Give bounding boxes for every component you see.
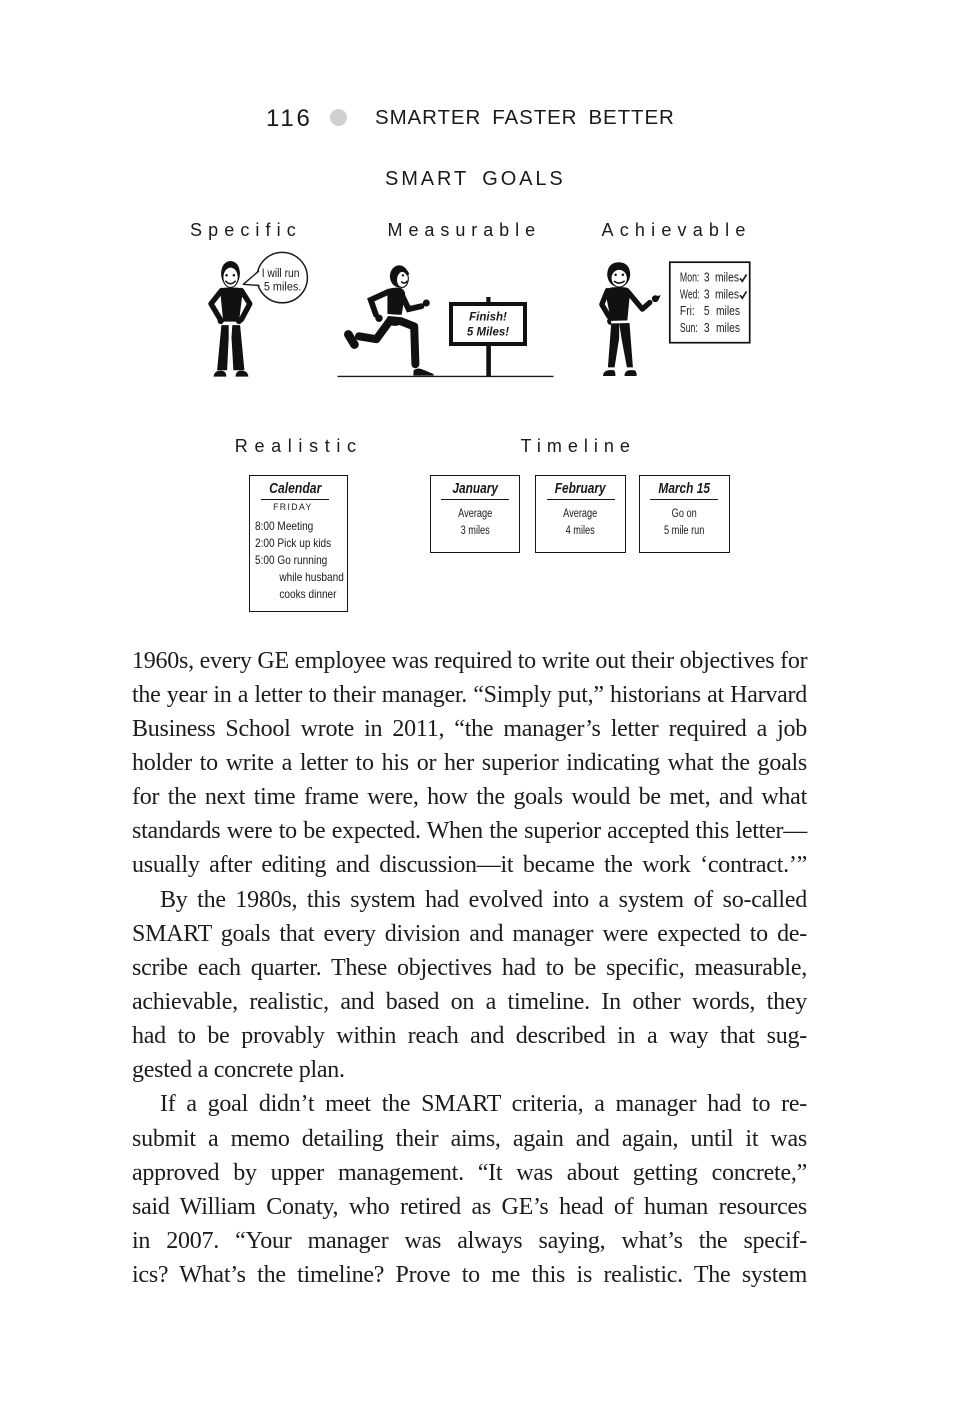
svg-text:I will run: I will run <box>262 268 300 280</box>
svg-text:miles: miles <box>715 286 739 302</box>
svg-text:miles: miles <box>716 303 740 319</box>
svg-text:Finish!: Finish! <box>469 312 507 324</box>
svg-text:Mon:: Mon: <box>680 269 699 285</box>
svg-text:Sun:: Sun: <box>680 320 698 336</box>
svg-text:Fri:: Fri: <box>680 303 695 319</box>
svg-text:5: 5 <box>704 303 710 319</box>
svg-text:miles: miles <box>716 320 740 336</box>
svg-text:5 Miles!: 5 Miles! <box>467 326 509 338</box>
svg-text:3: 3 <box>704 269 710 285</box>
svg-text:3: 3 <box>704 320 710 336</box>
svg-text:5 miles.: 5 miles. <box>264 282 302 294</box>
svg-text:3: 3 <box>704 286 710 302</box>
svg-text:Wed:: Wed: <box>680 286 700 302</box>
svg-text:miles: miles <box>715 269 739 285</box>
